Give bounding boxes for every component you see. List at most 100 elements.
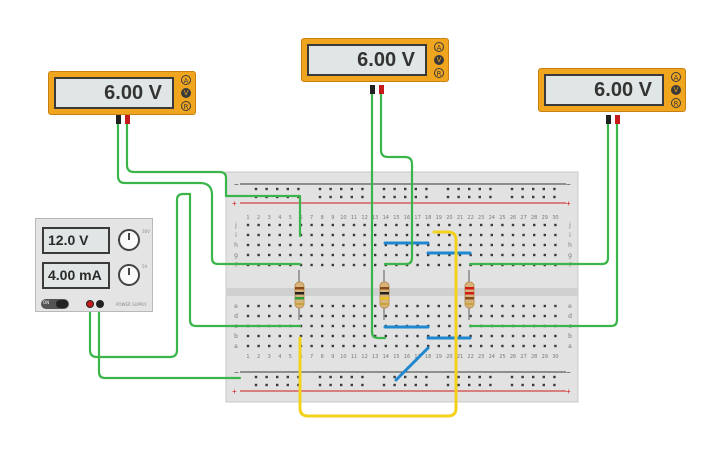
breadboard-hole[interactable]: [437, 263, 440, 267]
rail-hole[interactable]: [361, 187, 364, 191]
breadboard-hole[interactable]: [384, 223, 387, 227]
rail-hole[interactable]: [393, 383, 396, 387]
power-switch[interactable]: [41, 299, 69, 309]
breadboard-hole[interactable]: [427, 263, 430, 267]
breadboard-hole[interactable]: [405, 243, 409, 247]
breadboard-holes[interactable]: [246, 187, 557, 387]
breadboard-hole[interactable]: [405, 223, 409, 227]
breadboard-hole[interactable]: [289, 243, 292, 247]
breadboard-hole[interactable]: [331, 314, 334, 318]
breadboard-hole[interactable]: [437, 324, 440, 328]
breadboard-hole[interactable]: [543, 334, 546, 338]
breadboard-hole[interactable]: [458, 263, 462, 267]
breadboard-hole[interactable]: [246, 243, 250, 247]
breadboard-hole[interactable]: [490, 344, 493, 348]
breadboard-hole[interactable]: [342, 344, 345, 348]
rail-hole[interactable]: [318, 187, 322, 191]
rail-hole[interactable]: [478, 195, 481, 199]
breadboard-hole[interactable]: [352, 324, 356, 328]
rail-hole[interactable]: [340, 375, 343, 379]
breadboard-hole[interactable]: [299, 334, 303, 338]
breadboard-hole[interactable]: [352, 334, 356, 338]
rail-hole[interactable]: [521, 375, 524, 379]
breadboard-hole[interactable]: [331, 344, 334, 348]
breadboard-hole[interactable]: [363, 344, 366, 348]
breadboard-hole[interactable]: [469, 253, 472, 257]
breadboard-hole[interactable]: [469, 243, 472, 247]
rail-hole[interactable]: [265, 383, 268, 387]
breadboard-hole[interactable]: [469, 314, 472, 318]
breadboard-hole[interactable]: [501, 314, 504, 318]
breadboard-hole[interactable]: [511, 304, 515, 308]
breadboard-hole[interactable]: [490, 253, 493, 257]
breadboard-hole[interactable]: [501, 243, 504, 247]
breadboard-hole[interactable]: [331, 223, 334, 227]
voltmeter-mode-icon[interactable]: V: [671, 85, 681, 95]
breadboard-hole[interactable]: [321, 324, 324, 328]
rail-hole[interactable]: [510, 187, 514, 191]
breadboard-hole[interactable]: [554, 344, 557, 348]
breadboard-hole[interactable]: [543, 223, 546, 227]
rail-hole[interactable]: [446, 195, 450, 199]
rail-hole[interactable]: [350, 187, 353, 191]
breadboard-hole[interactable]: [310, 253, 313, 257]
rail-hole[interactable]: [340, 195, 343, 199]
breadboard-hole[interactable]: [321, 334, 324, 338]
rail-hole[interactable]: [489, 383, 492, 387]
breadboard-hole[interactable]: [533, 304, 536, 308]
rail-hole[interactable]: [297, 375, 300, 379]
rail-hole[interactable]: [265, 375, 268, 379]
breadboard-hole[interactable]: [363, 314, 366, 318]
breadboard-hole[interactable]: [384, 243, 387, 247]
breadboard-hole[interactable]: [458, 314, 462, 318]
breadboard-hole[interactable]: [522, 314, 525, 318]
rail-hole[interactable]: [521, 195, 524, 199]
breadboard-hole[interactable]: [395, 344, 398, 348]
breadboard-hole[interactable]: [363, 223, 366, 227]
breadboard-hole[interactable]: [268, 223, 271, 227]
rail-hole[interactable]: [489, 187, 492, 191]
breadboard-hole[interactable]: [416, 344, 419, 348]
breadboard-hole[interactable]: [448, 223, 451, 227]
breadboard-hole[interactable]: [511, 223, 515, 227]
rail-hole[interactable]: [446, 187, 450, 191]
rail-hole[interactable]: [478, 383, 481, 387]
rail-hole[interactable]: [350, 383, 353, 387]
breadboard-hole[interactable]: [501, 223, 504, 227]
breadboard-hole[interactable]: [257, 233, 260, 237]
rail-hole[interactable]: [468, 195, 471, 199]
breadboard-hole[interactable]: [480, 314, 483, 318]
breadboard-hole[interactable]: [352, 253, 356, 257]
rail-hole[interactable]: [340, 383, 343, 387]
breadboard-hole[interactable]: [554, 253, 557, 257]
breadboard-hole[interactable]: [363, 263, 366, 267]
breadboard-hole[interactable]: [427, 334, 430, 338]
breadboard-hole[interactable]: [490, 233, 493, 237]
breadboard-hole[interactable]: [427, 253, 430, 257]
breadboard-hole[interactable]: [522, 243, 525, 247]
breadboard-hole[interactable]: [374, 324, 377, 328]
breadboard-hole[interactable]: [321, 263, 324, 267]
breadboard-hole[interactable]: [405, 253, 409, 257]
breadboard-hole[interactable]: [384, 253, 387, 257]
rail-hole[interactable]: [414, 187, 417, 191]
voltmeter-left[interactable]: 6.00 V A V R: [48, 71, 196, 115]
breadboard-hole[interactable]: [533, 233, 536, 237]
rail-hole[interactable]: [265, 187, 268, 191]
breadboard-hole[interactable]: [501, 253, 504, 257]
rail-hole[interactable]: [254, 187, 258, 191]
breadboard-hole[interactable]: [352, 344, 356, 348]
breadboard-hole[interactable]: [405, 344, 409, 348]
rail-hole[interactable]: [404, 187, 407, 191]
breadboard-hole[interactable]: [554, 304, 557, 308]
breadboard-hole[interactable]: [427, 344, 430, 348]
breadboard-hole[interactable]: [416, 233, 419, 237]
rail-hole[interactable]: [542, 383, 545, 387]
breadboard-hole[interactable]: [448, 304, 451, 308]
breadboard-hole[interactable]: [246, 314, 250, 318]
breadboard-hole[interactable]: [480, 253, 483, 257]
rail-hole[interactable]: [318, 375, 322, 379]
voltmeter-mode-icon[interactable]: V: [181, 88, 191, 98]
breadboard-hole[interactable]: [511, 344, 515, 348]
